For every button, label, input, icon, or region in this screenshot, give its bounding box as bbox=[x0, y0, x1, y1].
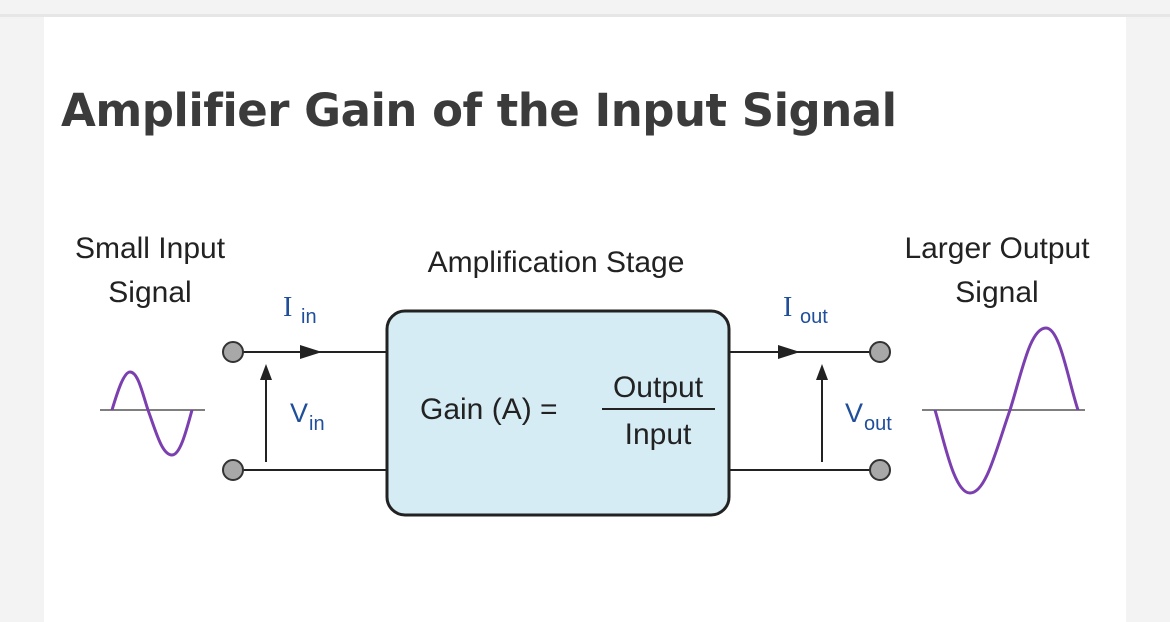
output-signal-label-line2: Signal bbox=[955, 276, 1038, 309]
output-current-arrow-icon bbox=[778, 345, 800, 359]
input-bottom-terminal bbox=[222, 459, 244, 481]
output-bottom-terminal bbox=[869, 459, 891, 481]
input-voltage-arrow-icon bbox=[260, 364, 272, 380]
page-title: Amplifier Gain of the Input Signal bbox=[61, 84, 897, 137]
output-sine-wave bbox=[933, 326, 1080, 495]
amplification-stage-box bbox=[385, 309, 731, 517]
input-current-subscript: in bbox=[301, 306, 317, 328]
output-voltage-subscript: out bbox=[864, 413, 892, 435]
top-divider bbox=[0, 14, 1170, 17]
gain-numerator: Output bbox=[613, 371, 704, 404]
output-top-terminal bbox=[869, 341, 891, 363]
gain-label: Gain (A) = bbox=[420, 393, 558, 426]
input-current-symbol: I bbox=[283, 292, 292, 323]
input-signal-label-line1: Small Input bbox=[75, 232, 226, 265]
input-voltage-subscript: in bbox=[309, 413, 325, 435]
input-top-terminal bbox=[222, 341, 244, 363]
output-signal-label-line1: Larger Output bbox=[904, 232, 1090, 265]
output-current-symbol: I bbox=[783, 292, 792, 323]
output-voltage-symbol: V bbox=[845, 398, 863, 428]
gain-denominator: Input bbox=[625, 418, 692, 451]
output-voltage-arrow-icon bbox=[816, 364, 828, 380]
input-current-arrow-icon bbox=[300, 345, 322, 359]
output-current-subscript: out bbox=[800, 306, 828, 328]
stage-label: Amplification Stage bbox=[428, 246, 685, 279]
input-sine-wave bbox=[110, 370, 194, 457]
input-voltage-symbol: V bbox=[290, 398, 308, 428]
input-signal-label-line2: Signal bbox=[108, 276, 191, 309]
